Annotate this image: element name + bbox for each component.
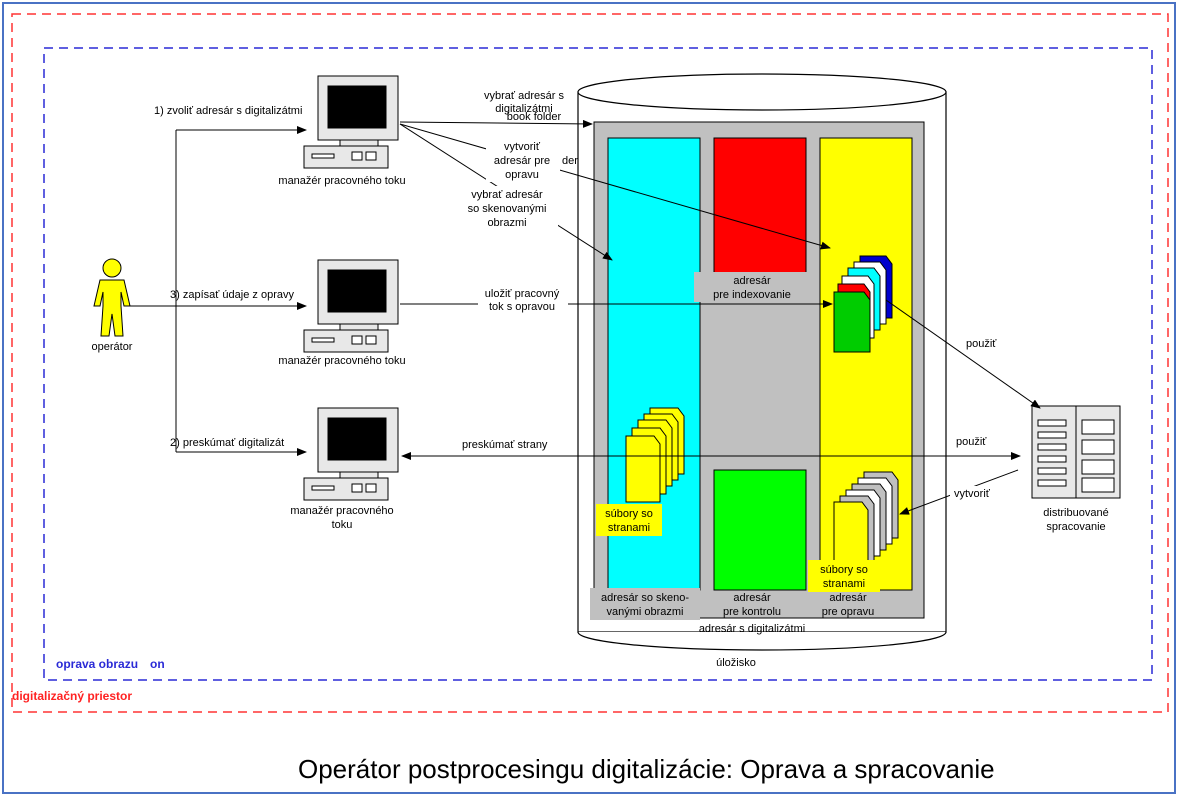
- flow-select-dir-ghost: book folder: [507, 111, 562, 123]
- page-files-correction-label-2: stranami: [823, 578, 865, 590]
- correction-label-1: adresár: [829, 592, 867, 604]
- workstation-3-label-1: manažér pracovného: [290, 505, 393, 517]
- workstation-2-label: manažér pracovného toku: [278, 355, 405, 367]
- scanned-images-label-box: [590, 588, 700, 620]
- server-label-1: distribuované: [1043, 507, 1108, 519]
- scanned-images-label-1: adresár so skeno-: [601, 592, 689, 604]
- workstation-3-computer-icon: [303, 407, 399, 501]
- distributed-processing-server-icon: [1031, 405, 1121, 499]
- page-files-scanned-label-box: [596, 504, 662, 536]
- digitization-directory-label: adresár s digitalizátmi: [699, 623, 805, 635]
- digitization-space-zone: [11, 13, 1169, 713]
- page-files-correction: [833, 471, 899, 569]
- workstation-2-computer-icon: [303, 259, 399, 353]
- page-files-scanned-label-2: stranami: [608, 522, 650, 534]
- image-correction-label: oprava obrazu: [56, 657, 138, 671]
- flow-select-scanned-label-1: vybrať adresár: [471, 189, 543, 201]
- flow-create-label: vytvoriť: [954, 488, 991, 500]
- workstation-3-label-2: toku: [332, 519, 353, 531]
- flow-save-workflow-label-2: tok s opravou: [489, 301, 555, 313]
- control-label-2: pre kontrolu: [723, 606, 781, 618]
- digitization-space-label: digitalizačný priestor: [12, 689, 132, 703]
- workstation-1-computer-icon: [303, 75, 399, 169]
- indexing-label-1: adresár: [733, 275, 771, 287]
- server-label-2: spracovanie: [1046, 521, 1105, 533]
- action-3-label: 3) zapísať údaje z opravy: [170, 289, 294, 301]
- flow-select-scanned-label-3: obrazmi: [487, 217, 526, 229]
- action-1-label: 1) zvoliť adresár s digitalizátmi: [154, 105, 302, 117]
- flow-create-dir-label-3: opravu: [505, 169, 539, 181]
- control-label-1: adresár: [733, 592, 771, 604]
- control-column: [713, 469, 807, 591]
- flow-create-dir-ghost: der: [562, 155, 578, 167]
- indexing-column: [713, 137, 807, 291]
- page-title: Operátor postprocesingu digitalizácie: O…: [298, 754, 995, 784]
- flow-select-scanned-label-2: so skenovanými: [468, 203, 547, 215]
- flow-review-pages-label: preskúmať strany: [462, 439, 548, 451]
- page-files-correction-label-box: [808, 560, 880, 592]
- storage-label: úložisko: [716, 657, 756, 669]
- flow-select-dir: [399, 119, 593, 128]
- operator-figure: [93, 258, 131, 337]
- page-files-correction-label-1: súbory so: [820, 564, 868, 576]
- flow-use-1: [885, 299, 1041, 409]
- action-2-label: 2) preskúmať digitalizát: [170, 437, 284, 449]
- scanned-images-label-2: vanými obrazmi: [606, 606, 683, 618]
- flow-create-dir: [399, 123, 831, 250]
- flow-save-workflow-label-1: uložiť pracovný: [485, 288, 560, 300]
- operator-label: operátor: [92, 341, 133, 353]
- correction-document-stack: [833, 255, 893, 353]
- correction-label-2: pre opravu: [822, 606, 875, 618]
- workstation-1-label: manažér pracovného toku: [278, 175, 405, 187]
- flow-use-1-label: použiť: [966, 338, 997, 350]
- indexing-label-box: [694, 272, 810, 302]
- page-files-scanned-label-1: súbory so: [605, 508, 653, 520]
- indexing-label-2: pre indexovanie: [713, 289, 791, 301]
- flow-use-2-label: použiť: [956, 436, 987, 448]
- flow-select-dir-label-1: vybrať adresár s: [484, 90, 564, 102]
- flow-select-dir-label-2: digitalizátmi: [495, 103, 552, 115]
- flow-create-dir-label-1: vytvoriť: [504, 141, 541, 153]
- flow-create-dir-label-2: adresár pre: [494, 155, 550, 167]
- page-files-scanned: [625, 407, 685, 503]
- image-correction-label-suffix: on: [150, 657, 165, 671]
